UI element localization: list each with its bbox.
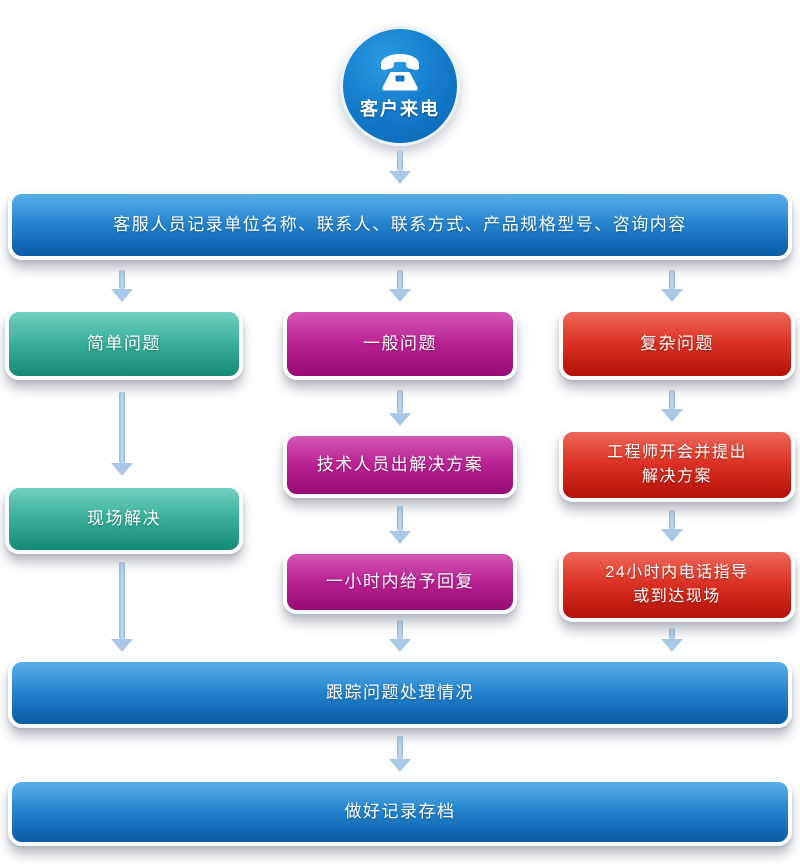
phone-icon (377, 52, 423, 92)
complex-problem-label: 复杂问题 (640, 333, 714, 353)
general-problem-label: 一般问题 (363, 333, 437, 353)
record-info-node: 客服人员记录单位名称、联系人、联系方式、产品规格型号、咨询内容 (8, 190, 792, 260)
arrow-down-icon (111, 562, 133, 652)
one-hour-reply-node: 一小时内给予回复 (283, 550, 517, 614)
archive-record-label: 做好记录存档 (344, 801, 456, 821)
arrow-down-icon (661, 270, 683, 302)
arrow-down-icon (661, 510, 683, 542)
track-progress-node: 跟踪问题处理情况 (8, 658, 792, 728)
arrow-down-icon (389, 736, 411, 772)
arrow-down-icon (389, 150, 411, 184)
tech-solution-label: 技术人员出解决方案 (316, 454, 484, 474)
arrow-down-icon (661, 390, 683, 422)
simple-problem-label: 简单问题 (87, 333, 161, 353)
one-hour-reply-label: 一小时内给予回复 (326, 571, 474, 591)
engineer-meeting-label: 工程师开会并提出 解决方案 (606, 444, 747, 485)
arrow-down-icon (661, 628, 683, 652)
tech-solution-node: 技术人员出解决方案 (283, 432, 517, 498)
general-problem-node: 一般问题 (283, 308, 517, 380)
start-node-customer-call: 客户来电 (340, 26, 460, 146)
arrow-down-icon (111, 270, 133, 302)
engineer-meeting-node: 工程师开会并提出 解决方案 (559, 428, 795, 502)
arrow-down-icon (389, 390, 411, 426)
archive-record-node: 做好记录存档 (8, 778, 792, 846)
arrow-down-icon (389, 270, 411, 302)
arrow-down-icon (111, 392, 133, 476)
onsite-solution-node: 现场解决 (5, 484, 243, 554)
track-progress-label: 跟踪问题处理情况 (326, 682, 474, 702)
complex-problem-node: 复杂问题 (559, 308, 795, 380)
arrow-down-icon (389, 620, 411, 652)
arrow-down-icon (389, 506, 411, 544)
onsite-solution-label: 现场解决 (87, 508, 161, 528)
record-info-label: 客服人员记录单位名称、联系人、联系方式、产品规格型号、咨询内容 (113, 214, 687, 234)
simple-problem-node: 简单问题 (5, 308, 243, 380)
phone-guidance-label: 24小时内电话指导 或到达现场 (605, 564, 749, 605)
phone-guidance-node: 24小时内电话指导 或到达现场 (559, 548, 795, 622)
start-node-label: 客户来电 (360, 98, 440, 119)
